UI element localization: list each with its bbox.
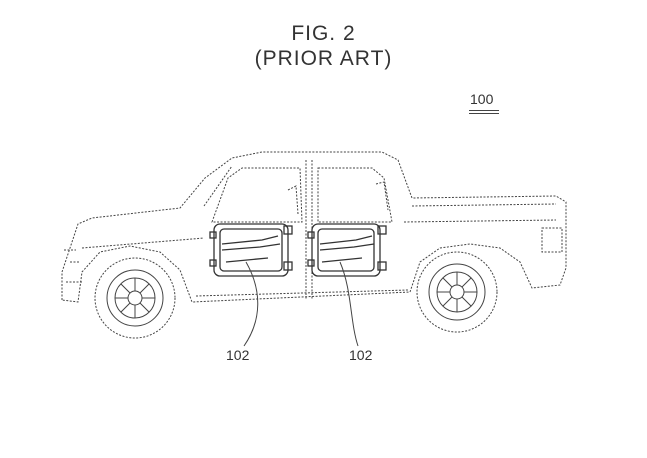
reference-numeral-door-left: 102 (226, 347, 250, 363)
reference-underline (469, 110, 499, 111)
rear-wheel (416, 251, 498, 333)
leader-line-right (339, 261, 359, 347)
leader-lines (243, 261, 359, 347)
leader-line-left (243, 261, 259, 347)
front-door-frame (209, 223, 293, 277)
rear-door-frame (307, 223, 387, 277)
figure-title: FIG. 2 (291, 22, 356, 45)
reference-underline (469, 113, 499, 114)
reference-numeral-door-right: 102 (349, 347, 373, 363)
figure-subtitle: (PRIOR ART) (254, 47, 393, 70)
reference-numeral-vehicle: 100 (470, 91, 494, 107)
front-wheel (94, 257, 176, 339)
vehicle-body (61, 151, 567, 303)
